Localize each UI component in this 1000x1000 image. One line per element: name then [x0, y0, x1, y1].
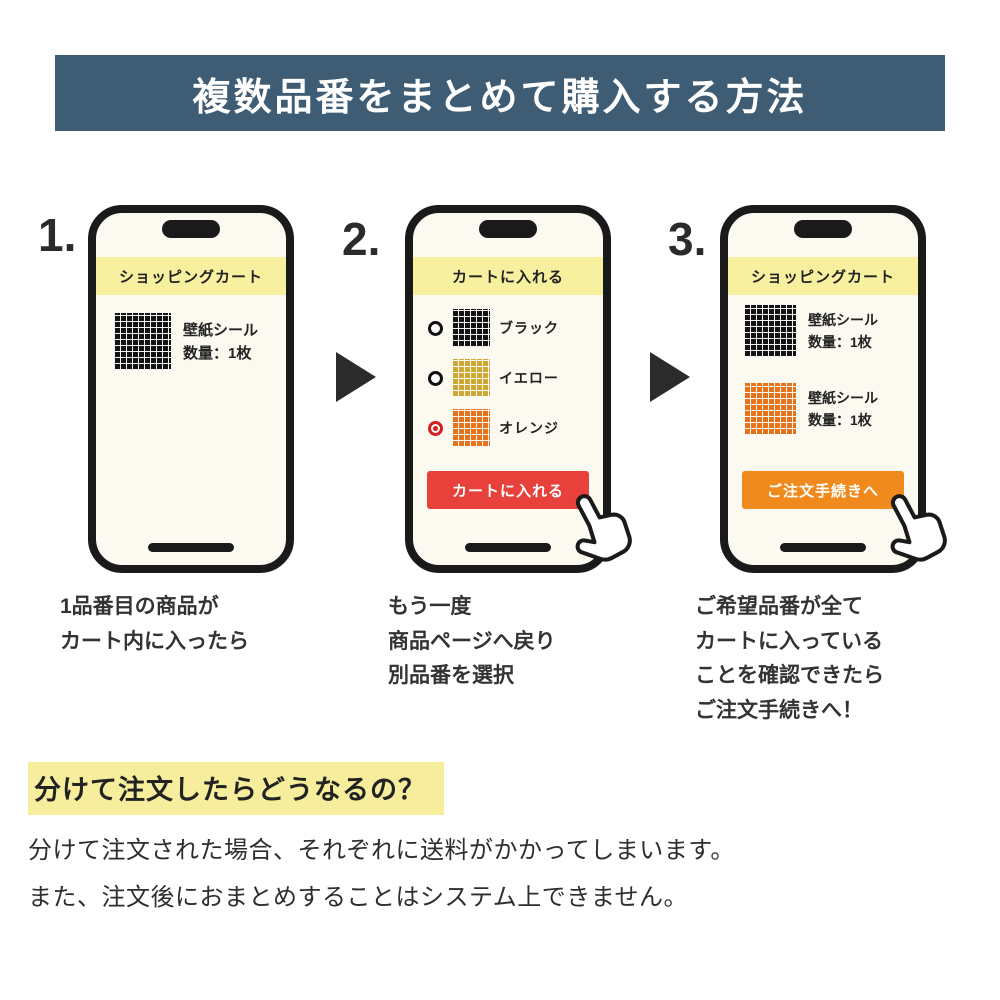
checkout-button[interactable]: ご注文手続きへ [742, 471, 904, 509]
color-option-yellow[interactable]: イエロー [428, 359, 559, 397]
swatch-orange-icon [452, 409, 490, 447]
swatch-black-icon [744, 305, 796, 357]
swatch-yellow-icon [452, 359, 490, 397]
add-to-cart-button[interactable]: カートに入れる [427, 471, 589, 509]
step-1-caption: 1品番目の商品が カート内に入ったら [60, 595, 249, 653]
cart-item-row: 壁紙シール 数量：1枚 [744, 383, 878, 435]
color-option-label: イエロー [499, 370, 559, 386]
product-name: 壁紙シール [808, 312, 878, 328]
color-option-label: オレンジ [499, 420, 559, 436]
product-qty: 数量：1枚 [183, 344, 252, 362]
phone-step-1: ショッピングカート 壁紙シール 数量：1枚 [88, 205, 294, 573]
product-qty: 数量：1枚 [808, 334, 872, 350]
phone-notch [162, 220, 220, 238]
cart-item-row: 壁紙シール 数量：1枚 [744, 305, 878, 357]
step-3-caption: ご希望品番が全て カートに入っている ことを確認できたら ご注文手続きへ！ [695, 595, 884, 722]
arrow-right-icon [650, 352, 690, 402]
add-to-cart-button-label: カートに入れる [451, 482, 564, 500]
cart-header-label: ショッピングカート [750, 268, 895, 286]
product-name: 壁紙シール [808, 390, 878, 406]
color-option-label: ブラック [499, 320, 559, 336]
add-to-cart-header-label: カートに入れる [451, 268, 564, 286]
hand-cursor-icon [890, 494, 947, 562]
swatch-black-icon [452, 309, 490, 347]
radio-unselected-icon[interactable] [428, 370, 443, 386]
swatch-black-icon [114, 313, 171, 370]
arrow-right-icon [336, 352, 376, 402]
phone-home-indicator [780, 543, 866, 552]
step-3-number: 3. [668, 213, 707, 265]
faq-question: 分けて注文したらどうなるの？ [28, 762, 444, 815]
phone-notch [794, 220, 852, 238]
page-title-banner: 複数品番をまとめて購入する方法 [55, 55, 945, 131]
step-2-number: 2. [342, 213, 381, 265]
cart-item-row: 壁紙シール 数量：1枚 [114, 313, 258, 370]
cart-header-label: ショッピングカート [118, 268, 263, 286]
radio-unselected-icon[interactable] [428, 320, 443, 336]
add-to-cart-header-band: カートに入れる [413, 257, 603, 295]
checkout-button-label: ご注文手続きへ [766, 482, 879, 500]
step-2-caption: もう一度 商品ページへ戻り 別品番を選択 [388, 595, 556, 688]
step-1-number: 1. [38, 209, 77, 261]
phone-step-2: カートに入れる ブラック イエロー オレンジ カートに入れる [405, 205, 632, 573]
color-option-black[interactable]: ブラック [428, 309, 559, 347]
hand-cursor-icon [575, 494, 632, 562]
phone-home-indicator [465, 543, 551, 552]
faq-answer: 分けて注文された場合、それぞれに送料がかかってしまいます。 また、注文後におまと… [28, 837, 735, 911]
swatch-orange-icon [744, 383, 796, 435]
phone-home-indicator [148, 543, 234, 552]
radio-selected-icon[interactable] [428, 420, 443, 436]
phone-notch [479, 220, 537, 238]
cart-header-band: ショッピングカート [96, 257, 286, 295]
page-title: 複数品番をまとめて購入する方法 [192, 76, 808, 119]
cart-header-band: ショッピングカート [728, 257, 918, 295]
color-option-orange[interactable]: オレンジ [428, 409, 559, 447]
product-qty: 数量：1枚 [808, 412, 872, 428]
phone-step-3: ショッピングカート 壁紙シール 数量：1枚 壁紙シール 数量：1枚 ご注文手続き… [720, 205, 947, 573]
product-name: 壁紙シール [183, 321, 259, 339]
